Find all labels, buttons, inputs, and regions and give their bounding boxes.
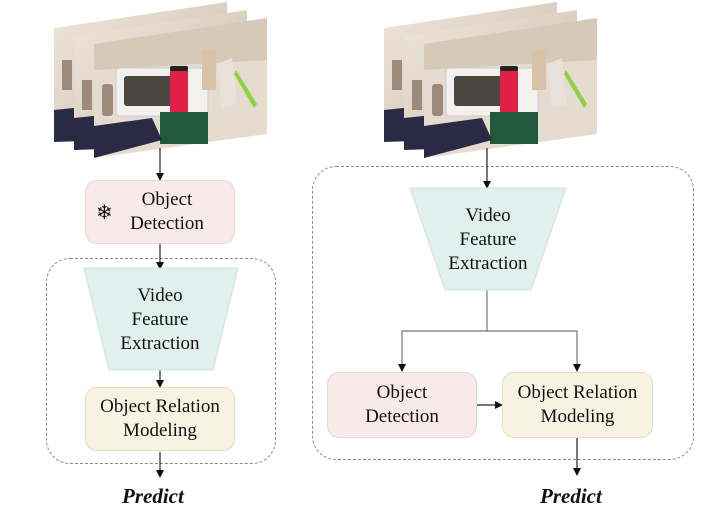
left-object-detection-box: ❄ Object Detection xyxy=(85,180,235,244)
left-video-frames xyxy=(52,0,267,162)
left-feature-extraction-shape xyxy=(83,267,239,371)
feature-label-line3: Extraction xyxy=(448,253,528,274)
right-video-frames xyxy=(382,0,597,162)
feature-label-line2: Feature xyxy=(131,309,189,330)
video-frame-front xyxy=(424,18,597,158)
arrow-feature-to-relation xyxy=(487,330,581,372)
relation-label-line2: Modeling xyxy=(540,406,615,427)
relation-label-line1: Object Relation xyxy=(517,382,638,403)
feature-label-line1: Video xyxy=(137,285,183,306)
detection-label-line2: Detection xyxy=(130,213,204,234)
left-trainable-group xyxy=(46,258,276,464)
right-trainable-group xyxy=(312,166,694,460)
green-box-shape xyxy=(160,112,208,144)
bottle-shape xyxy=(62,60,72,90)
right-feature-extraction-label: Video Feature Extraction xyxy=(428,204,548,276)
detection-label-line2: Detection xyxy=(365,406,439,427)
relation-label-line2: Modeling xyxy=(123,420,197,441)
detection-label-line1: Object xyxy=(376,382,428,403)
snowflake-icon: ❄ xyxy=(96,200,113,224)
relation-label-line1: Object Relation xyxy=(100,396,220,417)
feature-label-line3: Extraction xyxy=(120,333,200,354)
coffee-can-shape xyxy=(170,68,188,116)
right-object-relation-box: Object Relation Modeling xyxy=(502,372,653,438)
video-frames-stack-icon xyxy=(384,2,597,158)
left-object-relation-box: Object Relation Modeling xyxy=(85,387,235,451)
right-object-detection-box: Object Detection xyxy=(327,372,477,438)
video-frames-stack-icon xyxy=(54,2,267,158)
feature-label-line1: Video xyxy=(465,205,511,226)
left-feature-extraction-label: Video Feature Extraction xyxy=(100,284,220,356)
right-predict-label: Predict xyxy=(540,484,602,508)
detection-label-line1: Object xyxy=(141,189,193,210)
arrow-feature-to-detection xyxy=(398,290,488,372)
feature-label-line2: Feature xyxy=(459,229,517,250)
video-frame-front xyxy=(94,18,267,158)
left-predict-label: Predict xyxy=(122,484,184,508)
right-feature-extraction-shape xyxy=(409,187,567,291)
